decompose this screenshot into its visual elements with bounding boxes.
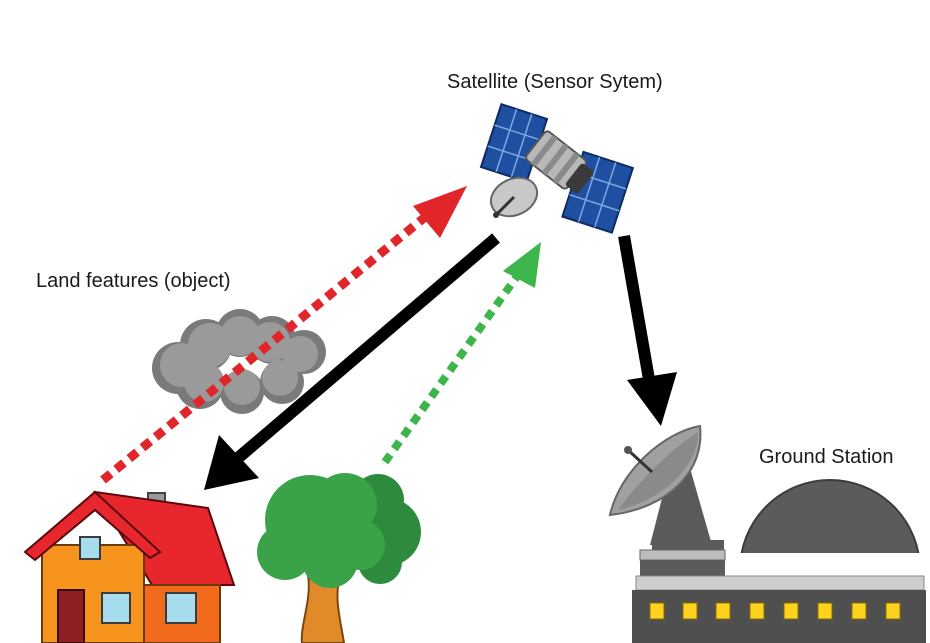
- tree-icon: [257, 473, 421, 643]
- ground-station-icon: [632, 479, 926, 643]
- cloud-icon: [152, 309, 326, 414]
- satellite-icon: [479, 102, 635, 234]
- reflected-radiation-arrow: [381, 242, 541, 465]
- incident-radiation-arrow: [100, 186, 467, 484]
- satellite-label: Satellite (Sensor Sytem): [447, 71, 663, 93]
- land-features-label: Land features (object): [36, 270, 231, 292]
- downlink-arrow: [618, 234, 677, 426]
- dish-antenna-icon: [608, 424, 712, 545]
- house-icon: [23, 490, 236, 643]
- ground-station-label: Ground Station: [759, 446, 894, 468]
- transmission-to-surface-arrow: [204, 233, 500, 490]
